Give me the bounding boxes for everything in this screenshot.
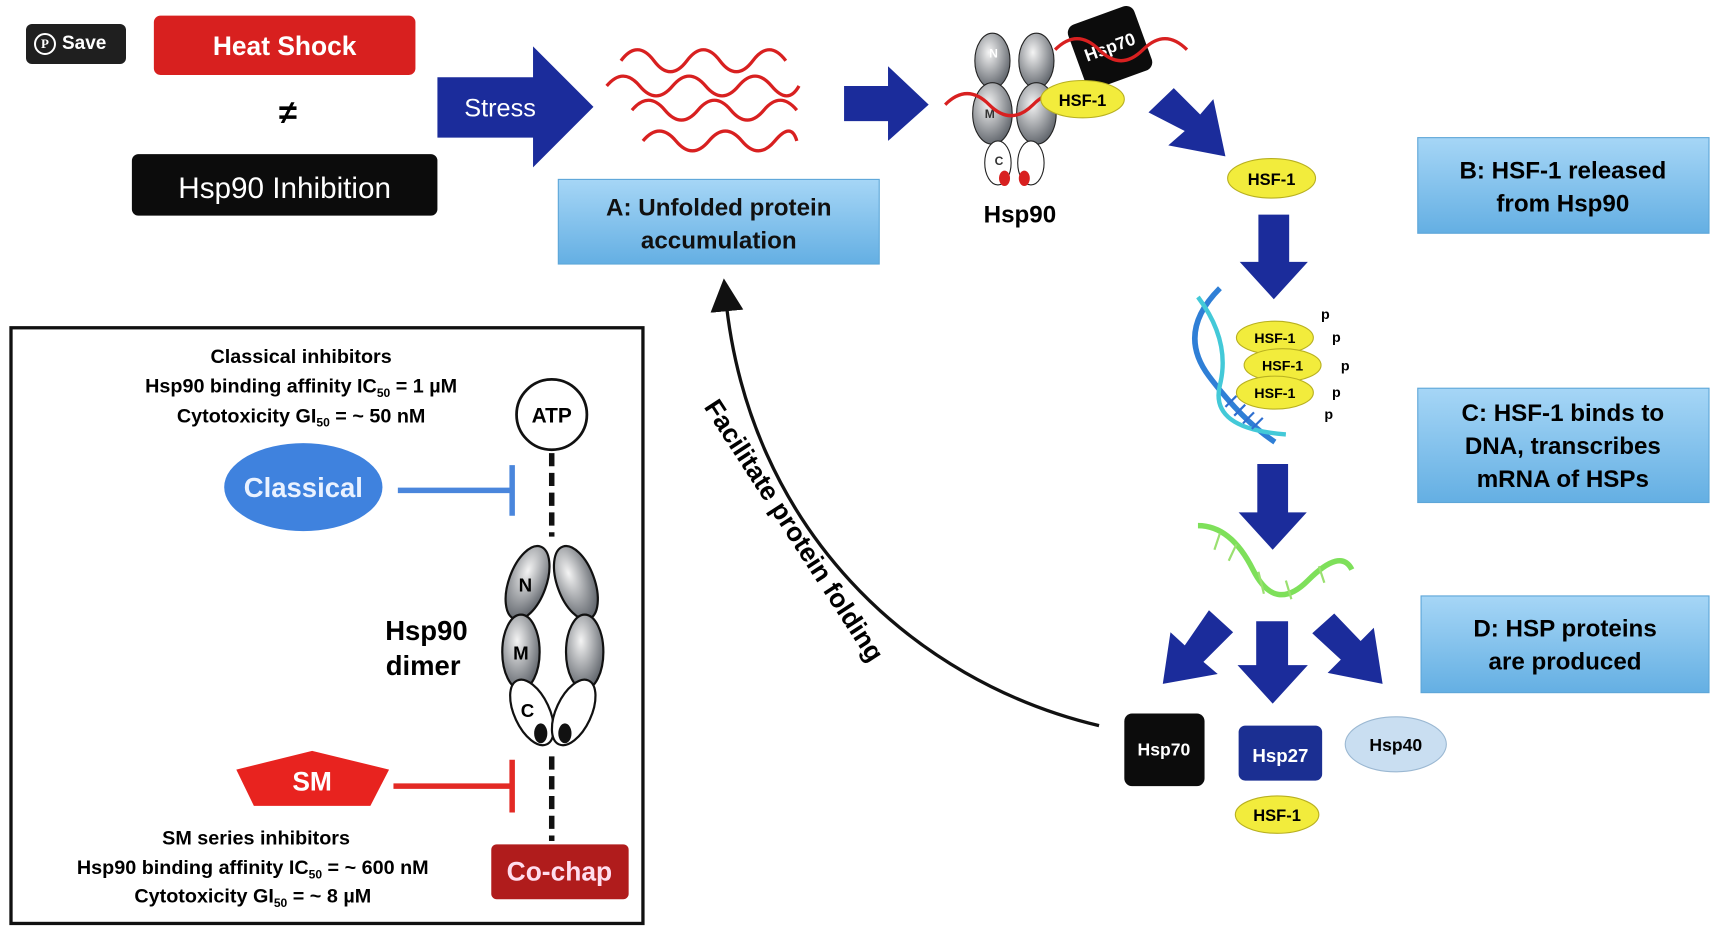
- phospho-label: p: [1321, 307, 1330, 323]
- stress-arrow: Stress: [437, 46, 594, 168]
- domain-c-label: C: [995, 154, 1004, 168]
- arrow-down: [1239, 214, 1308, 300]
- atp-label: ATP: [532, 404, 572, 427]
- phospho-label: p: [1332, 385, 1341, 401]
- phospho-label: p: [1324, 407, 1333, 423]
- step-b-line: from Hsp90: [1496, 190, 1629, 217]
- dna-hsf1-trimer: HSF-1 HSF-1 HSF-1 p p p p p: [1192, 286, 1350, 445]
- step-d-line: D: HSP proteins: [1473, 616, 1656, 643]
- phospho-label: p: [1332, 330, 1341, 346]
- hsf1-released-label: HSF-1: [1248, 171, 1296, 189]
- step-a-line: accumulation: [641, 228, 797, 255]
- cochap-label: Co-chap: [507, 857, 612, 887]
- hsf1-trimer-label: HSF-1: [1254, 331, 1295, 347]
- dimer-label: dimer: [386, 650, 461, 681]
- phospho-label: p: [1341, 359, 1350, 375]
- hsp27-product: Hsp27: [1238, 725, 1323, 781]
- domain-c-label: C: [521, 700, 534, 721]
- heat-shock-box: Heat Shock: [153, 15, 416, 75]
- step-c-box: C: HSF-1 binds to DNA, transcribes mRNA …: [1417, 387, 1710, 504]
- domain-m-label: M: [985, 107, 995, 121]
- arrow-down: [1237, 621, 1308, 704]
- step-a-line: A: Unfolded protein: [606, 195, 831, 222]
- dimer-label: Hsp90: [385, 615, 467, 646]
- hsp70-product: Hsp70: [1124, 713, 1205, 787]
- sm-inhibitor: [236, 750, 390, 806]
- save-button[interactable]: P Save: [26, 24, 126, 64]
- hsf1-product-label: HSF-1: [1253, 807, 1301, 825]
- stress-label: Stress: [464, 95, 536, 123]
- pinterest-icon: P: [34, 33, 56, 55]
- classical-ic50: Hsp90 binding affinity IC50 = 1 µM: [145, 376, 457, 400]
- classical-label: Classical: [244, 472, 363, 503]
- hsp90-dimer: N M C: [501, 544, 605, 747]
- hsp90-complex: N M C Hsp70 HSF-1 Hsp90: [944, 5, 1189, 228]
- hsp70-bound: Hsp70: [1067, 5, 1153, 90]
- arrow-right: [844, 66, 929, 141]
- sm-ic50: Hsp90 binding affinity IC50 = ~ 600 nM: [77, 857, 429, 881]
- sm-label: SM: [292, 766, 332, 796]
- step-c-line: DNA, transcribes: [1465, 433, 1661, 460]
- step-d-line: are produced: [1489, 649, 1642, 676]
- arrow-down: [1238, 464, 1307, 550]
- hsp27-product-label: Hsp27: [1252, 745, 1308, 766]
- step-b-line: B: HSF-1 released: [1459, 157, 1666, 184]
- domain-m-label: M: [513, 643, 529, 664]
- heat-shock-label: Heat Shock: [213, 31, 357, 61]
- feedback-label: Facilitate protein folding: [698, 394, 890, 667]
- sm-title: SM series inhibitors: [162, 827, 350, 849]
- hsp40-product-label: Hsp40: [1369, 735, 1422, 755]
- arrow-down-right: [1312, 613, 1383, 684]
- hsp90-label: Hsp90: [984, 201, 1057, 228]
- hsp40-product: Hsp40: [1344, 716, 1447, 773]
- sm-gi50: Cytotoxicity GI50 = ~ 8 µM: [134, 886, 371, 910]
- mrna-strand: [1197, 522, 1355, 600]
- step-d-box: D: HSP proteins are produced: [1420, 595, 1710, 694]
- step-a-box: A: Unfolded protein accumulation: [557, 178, 880, 265]
- hsp90-inhibition-box: Hsp90 Inhibition: [131, 154, 438, 216]
- cochap-box: [491, 844, 629, 900]
- unfolded-protein-strands: [605, 48, 801, 153]
- feedback-arrow: [710, 278, 1100, 728]
- domain-n-label: N: [519, 575, 532, 596]
- hsf1-trimer-label: HSF-1: [1254, 386, 1295, 402]
- arrow-down-left: [1162, 610, 1234, 684]
- hsf1-trimer-label: HSF-1: [1262, 359, 1303, 375]
- atp-circle: [515, 378, 589, 452]
- step-c-line: mRNA of HSPs: [1477, 466, 1649, 493]
- domain-n-label: N: [989, 46, 998, 60]
- step-b-box: B: HSF-1 released from Hsp90: [1417, 137, 1710, 234]
- classical-inhibitor: [224, 443, 383, 532]
- hsf1-product: HSF-1: [1234, 795, 1320, 834]
- classical-gi50: Cytotoxicity GI50 = ~ 50 nM: [177, 405, 425, 429]
- not-equal-sign: ≠: [279, 93, 297, 130]
- arrow-down-right: [1148, 88, 1226, 157]
- hsf1-released: [1227, 157, 1317, 199]
- hsf1-bound-label: HSF-1: [1059, 92, 1107, 110]
- hsp90-inhibition-label: Hsp90 Inhibition: [178, 172, 391, 205]
- save-label: Save: [62, 33, 107, 54]
- classical-title: Classical inhibitors: [211, 346, 392, 368]
- step-c-line: C: HSF-1 binds to: [1462, 400, 1665, 427]
- hsp70-product-label: Hsp70: [1138, 739, 1191, 759]
- inhibitor-inset: Classical inhibitors Hsp90 binding affin…: [9, 326, 645, 926]
